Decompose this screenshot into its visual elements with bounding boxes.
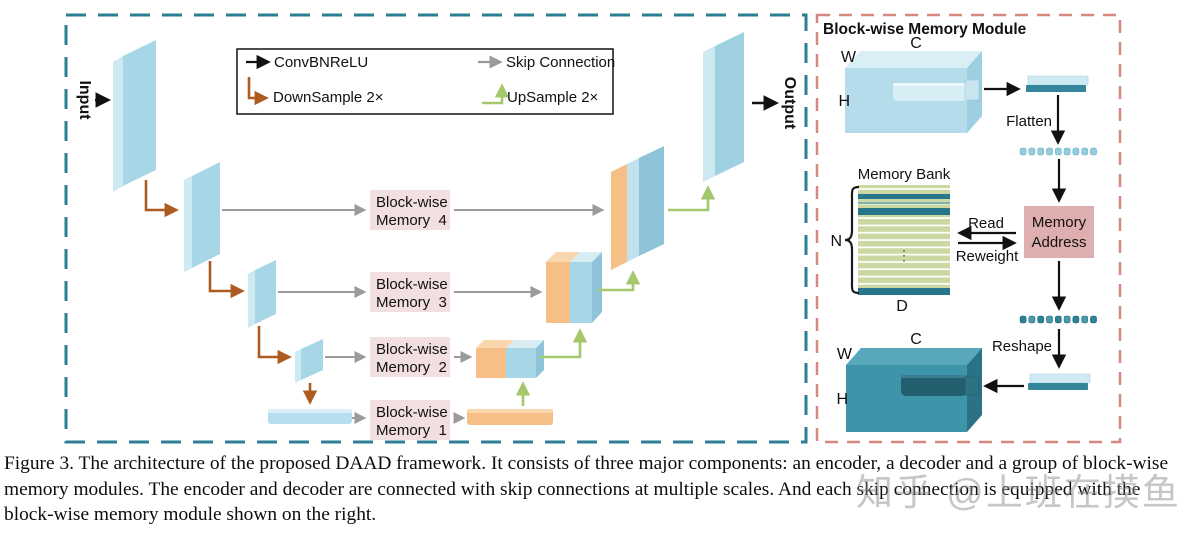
memory-label-4: Block-wise Memory 4 (370, 190, 450, 230)
reweighted-vector (1019, 315, 1097, 324)
upsample-arrow-4 (668, 185, 716, 212)
reshaped-bar (1028, 373, 1091, 390)
memory-label-2: Block-wise Memory 2 (370, 337, 450, 377)
downsample-arrow-1 (144, 180, 179, 218)
module-output-cube: W C H (836, 331, 982, 432)
bottleneck-block (268, 409, 352, 424)
memory-bank-d-label: D (896, 298, 908, 315)
downsample-arrow-3 (257, 326, 292, 365)
legend-conv-label: ConvBNReLU (274, 54, 368, 71)
upsample-arrow-glyph (482, 83, 510, 105)
memory-bank-n-label: N (830, 233, 842, 250)
extracted-block-nub (964, 79, 980, 101)
memory-address-line2: Address (1031, 234, 1086, 251)
memory-bank-title: Memory Bank (858, 166, 951, 183)
decoder-block-1 (467, 409, 553, 425)
encoder-block-1 (113, 40, 156, 192)
flatten-label: Flatten (1006, 113, 1052, 130)
memory-label-1-line2: Memory 1 (376, 422, 447, 439)
module-title: Block-wise Memory Module (823, 21, 1027, 38)
input-label: Input (76, 80, 93, 120)
decoder-block-2 (476, 340, 544, 378)
memory-label-2-line1: Block-wise (376, 341, 448, 358)
memory-label-3: Block-wise Memory 3 (370, 272, 450, 312)
output-label: Output (781, 77, 798, 130)
inserted-block-slot (901, 375, 967, 396)
top-cube-c-label: C (910, 35, 922, 52)
legend-down-label: DownSample 2× (273, 89, 383, 106)
encoder-decoder-panel-border (64, 13, 808, 444)
downsample-arrow-2 (208, 261, 245, 299)
memory-label-3-line2: Memory 3 (376, 294, 447, 311)
encoder-block-2 (184, 162, 220, 272)
memory-bank-ellipsis: ⋮ (897, 247, 911, 263)
memory-module-panel-border (815, 13, 1122, 444)
upsample-arrow-2 (540, 328, 588, 359)
bottom-cube-c-label: C (910, 331, 922, 348)
legend-skip-label: Skip Connection (506, 54, 615, 71)
reweight-label: Reweight (956, 248, 1019, 265)
memory-label-1-line1: Block-wise (376, 404, 448, 421)
encoder-block-4 (295, 339, 323, 383)
figure-caption: Figure 3. The architecture of the propos… (4, 453, 1169, 526)
decoder-block-4 (611, 146, 664, 270)
top-cube-w-label: W (841, 49, 857, 66)
downsample-arrow-glyph (247, 77, 269, 106)
extracted-bar (1026, 75, 1089, 92)
encoder-block-3 (248, 260, 276, 328)
memory-address-line1: Memory (1032, 214, 1087, 231)
module-input-cube: W C H (838, 35, 982, 133)
top-cube-h-label: H (838, 93, 850, 110)
memory-label-4-line2: Memory 4 (376, 212, 447, 229)
decoder-block-3 (546, 252, 602, 323)
memory-label-3-line1: Block-wise (376, 276, 448, 293)
memory-address-box: Memory Address (1024, 206, 1094, 258)
memory-bank: Memory Bank ⋮ N D (830, 166, 950, 315)
flattened-vector (1019, 147, 1097, 156)
memory-label-4-line1: Block-wise (376, 194, 448, 211)
memory-bank-brace (844, 185, 860, 295)
bottom-cube-w-label: W (837, 346, 853, 363)
memory-label-1: Block-wise Memory 1 (370, 400, 450, 440)
read-label: Read (968, 215, 1004, 232)
extracted-block-slot (893, 83, 969, 101)
upsample-arrow-3 (598, 270, 641, 292)
bottom-cube-h-label: H (836, 391, 848, 408)
memory-label-2-line2: Memory 2 (376, 359, 447, 376)
reshape-label: Reshape (992, 338, 1052, 355)
legend-up-label: UpSample 2× (507, 89, 598, 106)
inserted-block-nub (964, 376, 980, 396)
output-block (703, 32, 744, 182)
architecture-diagram: ConvBNReLU Skip Connection DownSample 2×… (64, 13, 1122, 444)
legend-box: ConvBNReLU Skip Connection DownSample 2×… (236, 48, 615, 115)
